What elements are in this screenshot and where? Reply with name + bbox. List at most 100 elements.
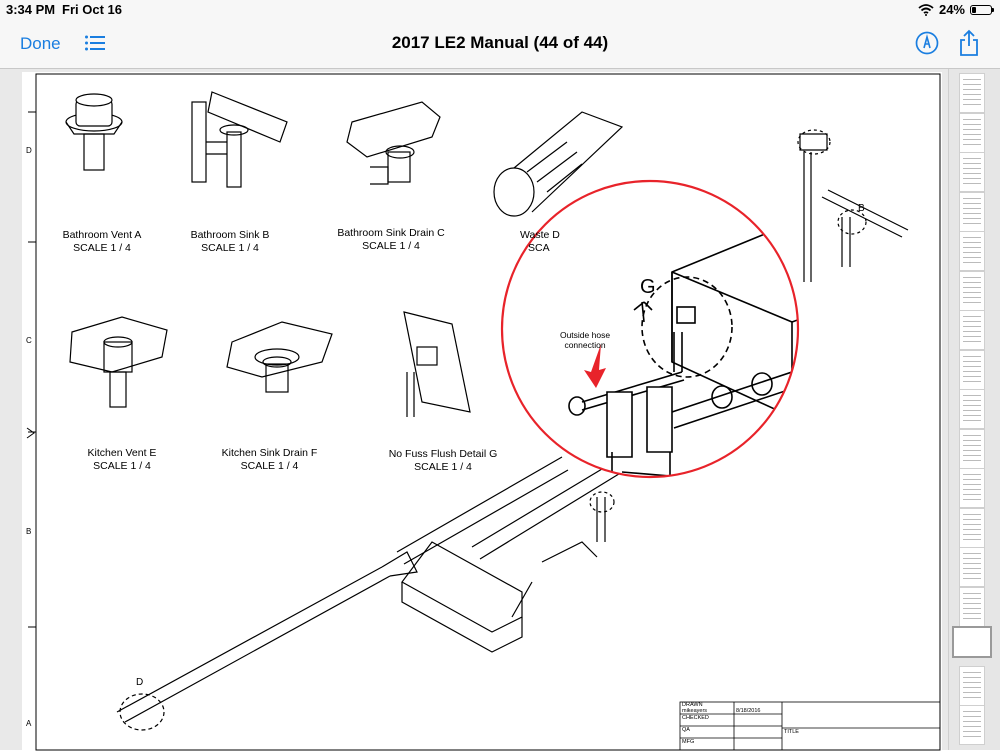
page-thumbnail[interactable]: [959, 665, 985, 706]
thumbnail-text-line: [963, 563, 981, 564]
battery-fill: [972, 6, 977, 13]
detail-e-scale: SCALE 1 / 4: [93, 460, 151, 472]
thumbnail-text-line: [963, 247, 981, 248]
detail-a-name: Bathroom Vent A: [62, 229, 142, 241]
thumbnail-text-line: [963, 212, 981, 214]
loupe-ring: [500, 179, 800, 479]
page-thumbnail[interactable]: [959, 231, 985, 271]
thumbnail-text-line: [963, 484, 981, 485]
page-thumbnail[interactable]: [959, 349, 985, 390]
thumbnail-text-line: [963, 375, 981, 377]
hose-arrow-icon: [584, 344, 606, 388]
page-thumbnail[interactable]: [959, 428, 985, 469]
thumbnail-text-line: [963, 592, 981, 594]
detail-d-name: Waste D: [520, 229, 560, 241]
title-block: [679, 701, 941, 751]
annotation-outside-hose: Outside hose connection: [559, 330, 611, 350]
page-thumbnail[interactable]: [959, 507, 985, 548]
thumbnail-text-line: [963, 355, 981, 357]
detail-b-name: Bathroom Sink B: [190, 229, 270, 241]
thumbnail-text-line: [963, 474, 981, 475]
share-icon[interactable]: [958, 29, 980, 57]
page-thumbnail[interactable]: [959, 705, 985, 745]
thumbnail-text-line: [963, 281, 981, 283]
drawing-svg: [26, 73, 941, 751]
thumbnail-text-line: [963, 612, 981, 614]
page-thumbnail[interactable]: [959, 468, 985, 508]
thumbnail-text-line: [963, 696, 981, 698]
battery-icon: [970, 4, 994, 15]
done-button[interactable]: Done: [20, 34, 61, 53]
detail-kitchen-sink-drain: [226, 321, 333, 393]
list-icon[interactable]: [84, 33, 106, 53]
thumbnail-text-line: [963, 528, 981, 530]
thumbnail-text-line: [963, 207, 981, 209]
thumbnail-text-line: [963, 731, 981, 732]
thumbnail-text-line: [963, 479, 981, 480]
thumbnail-text-line: [963, 726, 981, 727]
detail-g-scale: SCALE 1 / 4: [414, 461, 472, 473]
thumbnail-text-line: [963, 163, 981, 164]
thumbnail-text-line: [963, 237, 981, 238]
callout-b: B: [858, 203, 865, 214]
thumbnail-text-line: [963, 286, 981, 288]
detail-waste: [493, 111, 624, 217]
thumbnail-text-line: [963, 291, 981, 293]
detail-d-label: Waste D SCA: [520, 229, 570, 255]
detail-c-label: Bathroom Sink Drain C SCALE 1 / 4: [320, 227, 462, 253]
page-thumbnail[interactable]: [959, 310, 985, 350]
drawing-page[interactable]: Bathroom Vent A SCALE 1 / 4 Bathroom Sin…: [22, 72, 942, 752]
page-thumbnail[interactable]: [959, 152, 985, 192]
status-time: 3:34 PM: [6, 2, 56, 17]
thumbnail-text-line: [963, 617, 981, 619]
page-thumbnail-strip[interactable]: [948, 69, 1000, 750]
thumbnail-text-line: [963, 568, 981, 569]
markup-pen-icon[interactable]: [915, 31, 939, 55]
detail-f-name: Kitchen Sink Drain F: [221, 447, 318, 459]
thumbnail-text-line: [963, 400, 981, 401]
thumbnail-text-line: [963, 158, 981, 159]
detail-c-scale: SCALE 1 / 4: [362, 240, 420, 252]
detail-e-name: Kitchen Vent E: [87, 447, 157, 459]
wifi-icon: [918, 3, 934, 16]
page-thumbnail[interactable]: [959, 547, 985, 587]
page-thumbnail[interactable]: [959, 586, 985, 627]
thumbnail-text-line: [963, 183, 981, 184]
navigation-bar: Done 2017 LE2 Manual (44 of 44): [0, 20, 1000, 69]
zone-c: C: [26, 336, 32, 345]
thumbnail-text-line: [963, 133, 981, 135]
thumbnail-text-line: [963, 518, 981, 520]
thumbnail-text-line: [963, 143, 981, 145]
tb-drawn-by: mikeayers: [682, 708, 708, 714]
page-thumbnail-current[interactable]: [952, 626, 992, 658]
detail-bathroom-sink: [191, 91, 288, 188]
detail-g-name: No Fuss Flush Detail G: [388, 448, 498, 460]
thumbnail-text-line: [963, 523, 981, 525]
page-thumbnail[interactable]: [959, 389, 985, 429]
thumbnail-text-line: [963, 99, 981, 100]
thumbnail-text-line: [963, 89, 981, 90]
page-thumbnail[interactable]: [959, 270, 985, 311]
plumbing-layout: [116, 129, 909, 731]
document-viewer[interactable]: Bathroom Vent A SCALE 1 / 4 Bathroom Sin…: [0, 69, 948, 752]
thumbnail-text-line: [963, 494, 981, 495]
tb-checked: CHECKED: [682, 715, 709, 721]
thumbnail-text-line: [963, 499, 981, 500]
detail-f-scale: SCALE 1 / 4: [240, 460, 299, 472]
document-title: 2017 LE2 Manual (44 of 44): [391, 33, 609, 52]
thumbnail-text-line: [963, 197, 981, 199]
thumbnail-text-line: [963, 178, 981, 179]
thumbnail-text-line: [963, 242, 981, 243]
page-thumbnail[interactable]: [959, 191, 985, 232]
thumbnail-text-line: [963, 444, 981, 446]
thumbnail-text-line: [963, 573, 981, 574]
thumbnail-text-line: [963, 336, 981, 337]
detail-f-label: Kitchen Sink Drain F SCALE 1 / 4: [202, 447, 337, 473]
thumbnail-text-line: [963, 123, 981, 125]
status-bar: 3:34 PM Fri Oct 16 24%: [0, 0, 1000, 20]
thumbnail-text-line: [963, 558, 981, 559]
thumbnail-text-line: [963, 365, 981, 367]
detail-g-label: No Fuss Flush Detail G SCALE 1 / 4: [372, 448, 514, 474]
page-thumbnail[interactable]: [959, 112, 985, 153]
page-thumbnail[interactable]: [959, 73, 985, 113]
